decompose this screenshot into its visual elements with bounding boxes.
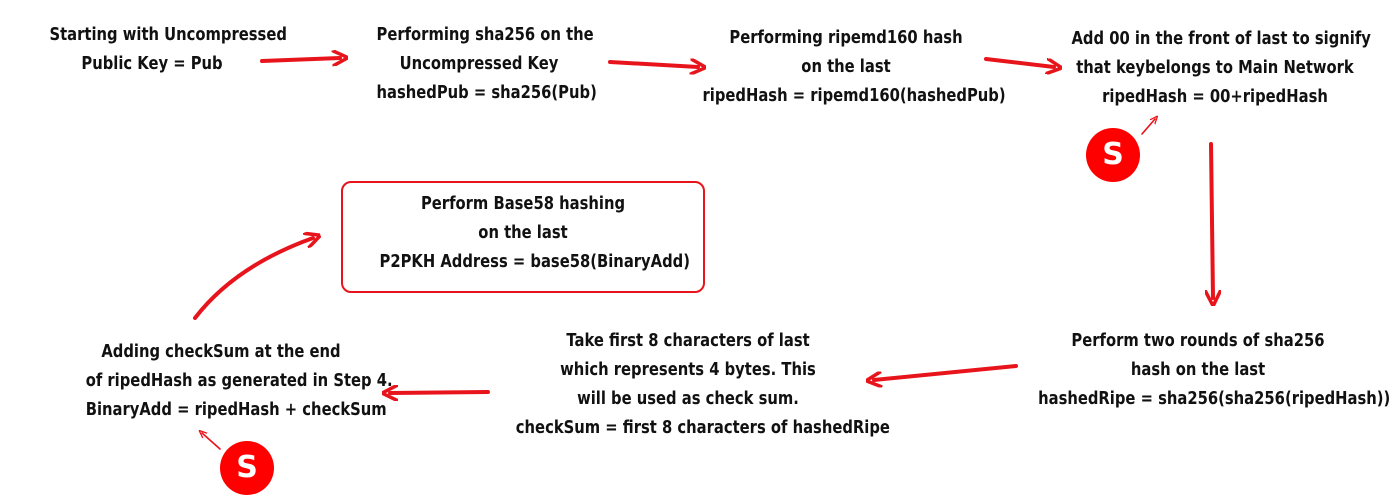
step-line: Add 00 in the front of last to signify [1071, 28, 1371, 49]
s-badge-icon: S [220, 441, 274, 495]
step-line: hashedRipe = sha256(sha256(ripedHash)) [1038, 388, 1391, 409]
step-line: Perform Base58 hashing [420, 193, 626, 214]
step-line: P2PKH Address = base58(BinaryAdd) [379, 251, 690, 272]
step-append-checksum: Adding checkSum at the end of ripedHash … [85, 337, 393, 424]
step-line: hash on the last [1130, 359, 1266, 380]
step-line: Take first 8 characters of last [566, 330, 810, 351]
arrow-7-to-8 [193, 238, 313, 320]
badge-2-pointer [202, 433, 221, 450]
arrow-1-to-2 [260, 58, 340, 61]
step-line: on the last [801, 56, 891, 77]
step-line: Performing sha256 on the [376, 24, 594, 45]
step-line: Public Key = Pub [81, 53, 223, 74]
arrow-2-to-3 [608, 62, 698, 67]
step-line: Perform two rounds of sha256 [1071, 330, 1325, 351]
step-line: on the last [478, 222, 568, 243]
step-line: will be used as check sum. [577, 388, 799, 409]
final-step-box [341, 181, 705, 293]
step-ripemd160: Performing ripemd160 hash on the last ri… [702, 23, 1006, 110]
step-sha256: Performing sha256 on the Uncompressed Ke… [376, 20, 597, 107]
arrow-4-to-5 [1211, 142, 1213, 298]
step-line: of ripedHash as generated in Step 4. [85, 370, 393, 391]
step-add-network-prefix: Add 00 in the front of last to signify t… [1071, 24, 1371, 111]
step-line: ripedHash = 00+ripedHash [1102, 86, 1328, 107]
step-line: that keybelongs to Main Network [1076, 57, 1354, 78]
arrow-5-to-6 [874, 364, 1018, 380]
step-checksum: Take first 8 characters of last which re… [515, 326, 890, 442]
s-badge-icon: S [1086, 128, 1140, 182]
step-line: Adding checkSum at the end [101, 341, 341, 362]
step-base58: Perform Base58 hashing on the last P2PKH… [379, 189, 690, 276]
step-line: Uncompressed Key [399, 53, 559, 74]
step-line: hashedPub = sha256(Pub) [376, 82, 597, 103]
step-line: which represents 4 bytes. This [560, 359, 816, 380]
step-line: checkSum = first 8 characters of hashedR… [515, 417, 890, 438]
step-line: Starting with Uncompressed [49, 24, 287, 45]
step-line: Performing ripemd160 hash [729, 27, 963, 48]
step-double-sha256: Perform two rounds of sha256 hash on the… [1038, 326, 1391, 413]
step-line: ripedHash = ripemd160(hashedPub) [702, 85, 1006, 106]
step-uncompressed-public-key: Starting with Uncompressed Public Key = … [49, 20, 287, 78]
step-line: BinaryAdd = ripedHash + checkSum [85, 399, 387, 420]
arrow-6-to-7 [390, 392, 490, 393]
badge-1-pointer [1141, 119, 1155, 135]
arrow-3-to-4 [984, 57, 1054, 67]
